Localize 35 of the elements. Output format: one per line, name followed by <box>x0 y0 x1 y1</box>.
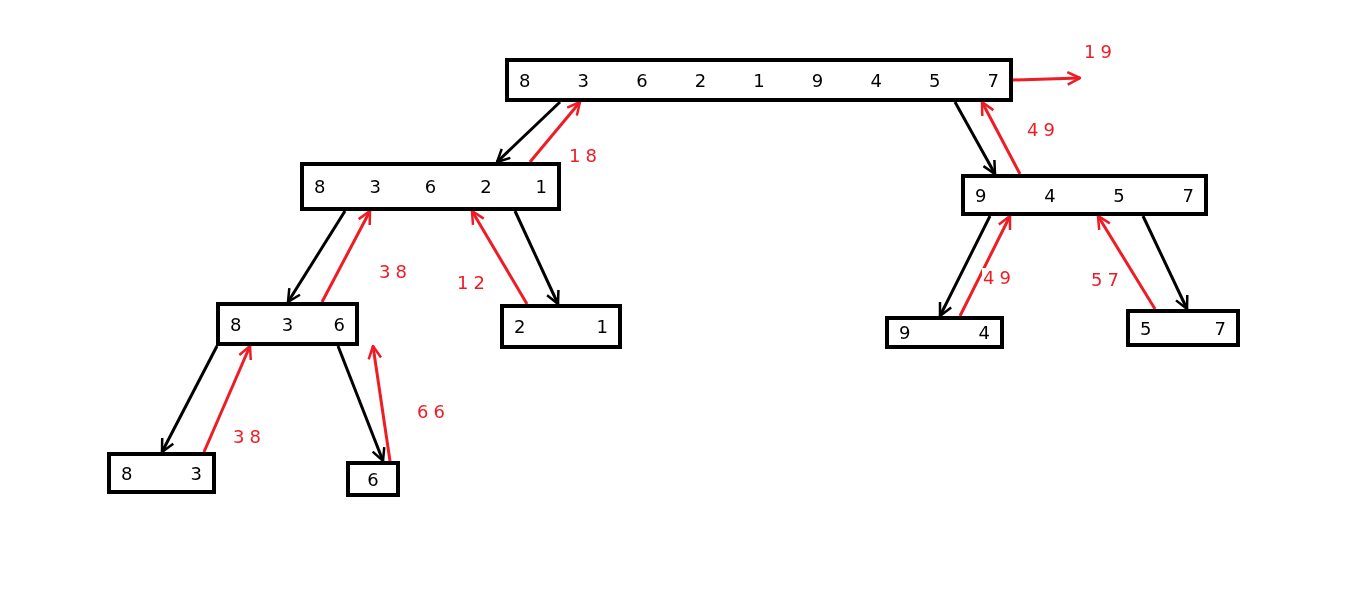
arrow <box>513 210 560 306</box>
number-box <box>300 162 561 211</box>
arrow <box>202 344 252 453</box>
arrow <box>1096 214 1157 310</box>
arrow <box>528 100 582 163</box>
arrow <box>367 344 392 462</box>
number-list: 9 4 <box>899 322 990 343</box>
number-box <box>961 174 1208 216</box>
arrow <box>336 345 386 463</box>
number-list: 8 3 6 2 1 9 4 5 7 <box>519 69 999 91</box>
number-list: 8 3 <box>121 462 202 484</box>
number-list: 8 3 6 <box>230 313 345 335</box>
number-list: 6 <box>360 468 386 490</box>
arrow <box>938 215 992 318</box>
number-list: 5 7 <box>1140 317 1226 339</box>
number-box <box>500 304 622 349</box>
number-box <box>885 316 1004 349</box>
number-list: 8 3 6 2 1 <box>314 176 547 197</box>
arrow <box>286 210 347 304</box>
number-box <box>346 461 400 497</box>
number-box <box>1126 309 1240 347</box>
arrow <box>1141 215 1189 311</box>
arrow <box>1012 70 1082 86</box>
number-box <box>505 58 1013 102</box>
arrow <box>953 101 997 176</box>
number-box <box>216 302 359 346</box>
arrow <box>160 345 219 454</box>
arrow <box>495 100 562 164</box>
number-list: 2 1 <box>514 316 608 337</box>
arrow <box>958 214 1012 317</box>
number-box <box>107 452 216 494</box>
arrow <box>320 209 372 303</box>
number-list: 9 4 5 7 <box>975 184 1194 206</box>
arrow <box>980 100 1022 175</box>
arrow <box>470 209 529 305</box>
